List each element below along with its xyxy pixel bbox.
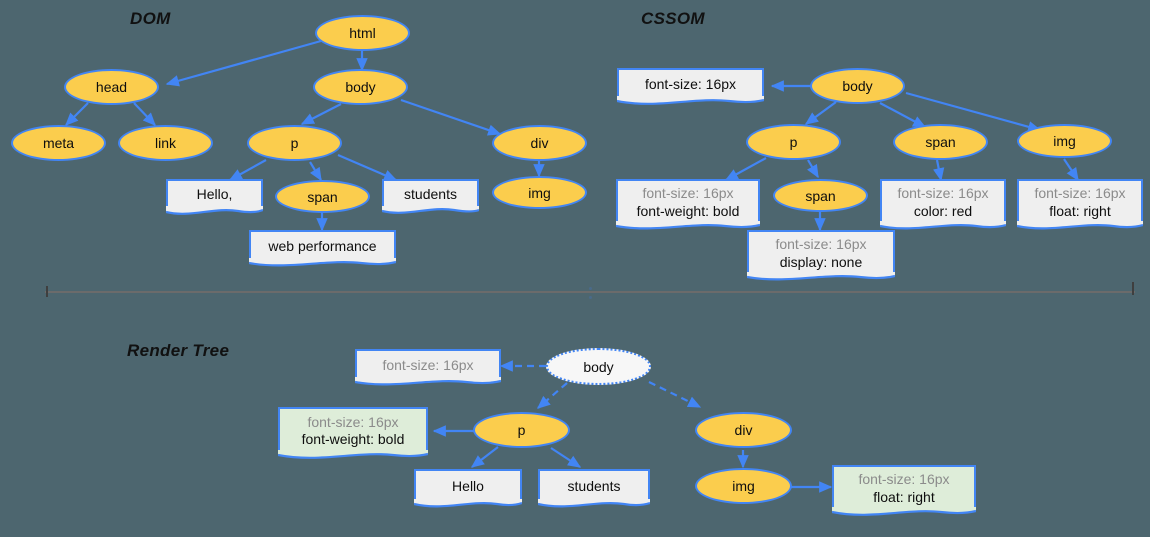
divider-handle-left[interactable] [46, 286, 48, 297]
section-title-render-tree: Render Tree [127, 341, 230, 360]
cssom-rule-p-own: font-weight: bold [636, 202, 740, 219]
render-rule-img-inherited: font-size: 16px [858, 471, 950, 487]
cssom-rule-span-nested-inherited: font-size: 16px [775, 236, 867, 252]
torn-edge [278, 450, 428, 459]
cssom-rule-p[interactable]: font-size: 16px font-weight: bold [616, 179, 760, 230]
torn-edge [414, 499, 522, 508]
dom-text-students[interactable]: students [382, 179, 479, 214]
render-node-p[interactable]: p [473, 412, 570, 448]
dom-text-hello[interactable]: Hello, [166, 179, 263, 215]
cssom-rule-span-inherited: font-size: 16px [897, 185, 989, 201]
torn-edge [249, 258, 396, 267]
dom-node-html[interactable]: html [315, 15, 410, 51]
render-rule-p[interactable]: font-size: 16px font-weight: bold [278, 407, 428, 459]
cssom-rule-span-nested[interactable]: font-size: 16px display: none [747, 230, 895, 281]
render-rule-img[interactable]: font-size: 16px float: right [832, 465, 976, 516]
cssom-rule-p-inherited: font-size: 16px [642, 185, 734, 201]
torn-edge [617, 96, 764, 105]
divider-handle-center[interactable] [589, 287, 592, 290]
torn-edge [616, 221, 760, 230]
dom-text-web-performance-label: web performance [268, 237, 377, 254]
cssom-rule-span-nested-own: display: none [779, 253, 863, 270]
cssom-rule-span[interactable]: font-size: 16px color: red [880, 179, 1006, 230]
cssom-rule-body-inherited: font-size: 16px [644, 75, 737, 92]
cssom-node-body[interactable]: body [810, 68, 905, 104]
render-rule-body-inherited: font-size: 16px [382, 356, 474, 373]
render-text-hello[interactable]: Hello [414, 469, 522, 508]
render-node-div[interactable]: div [695, 412, 792, 448]
torn-edge [382, 206, 479, 214]
cssom-rule-img-inherited: font-size: 16px [1034, 185, 1126, 201]
dom-node-head[interactable]: head [64, 69, 159, 105]
torn-edge [355, 377, 501, 386]
render-rule-p-own: font-weight: bold [301, 431, 405, 447]
dom-node-body[interactable]: body [313, 69, 408, 105]
cssom-rule-span-own: color: red [913, 202, 973, 219]
dom-node-span[interactable]: span [275, 180, 370, 213]
cssom-node-span-nested[interactable]: span [773, 179, 868, 212]
dom-node-img[interactable]: img [492, 176, 587, 209]
render-rule-img-own: float: right [873, 488, 935, 505]
dom-node-link[interactable]: link [118, 125, 213, 161]
section-title-dom: DOM [130, 9, 171, 28]
cssom-node-span[interactable]: span [893, 124, 988, 160]
render-text-students-label: students [567, 477, 621, 494]
divider-handle-right[interactable] [1132, 282, 1134, 295]
section-title-cssom: CSSOM [641, 9, 705, 28]
torn-edge [538, 499, 650, 508]
render-rule-body[interactable]: font-size: 16px [355, 349, 501, 386]
dom-text-web-performance[interactable]: web performance [249, 230, 396, 267]
render-node-img[interactable]: img [695, 468, 792, 504]
render-rule-p-inherited: font-size: 16px [307, 413, 399, 430]
dom-text-hello-label: Hello, [196, 186, 233, 203]
render-node-body[interactable]: body [546, 348, 651, 385]
render-text-hello-label: Hello [452, 477, 484, 494]
dom-node-meta[interactable]: meta [11, 125, 106, 161]
cssom-rule-img[interactable]: font-size: 16px float: right [1017, 179, 1143, 230]
dom-node-div[interactable]: div [492, 125, 587, 161]
torn-edge [1017, 221, 1143, 230]
cssom-node-p[interactable]: p [746, 124, 841, 160]
render-text-students[interactable]: students [538, 469, 650, 508]
torn-edge [747, 272, 895, 281]
cssom-rule-img-own: float: right [1049, 202, 1111, 219]
torn-edge [166, 206, 263, 215]
section-divider [45, 291, 1135, 293]
torn-edge [832, 507, 976, 516]
dom-text-students-label: students [404, 186, 457, 203]
dom-node-p[interactable]: p [247, 125, 342, 161]
torn-edge [880, 221, 1006, 230]
divider-handle-center-lower [589, 296, 592, 299]
cssom-rule-body[interactable]: font-size: 16px [617, 68, 764, 105]
cssom-node-img[interactable]: img [1017, 124, 1112, 158]
